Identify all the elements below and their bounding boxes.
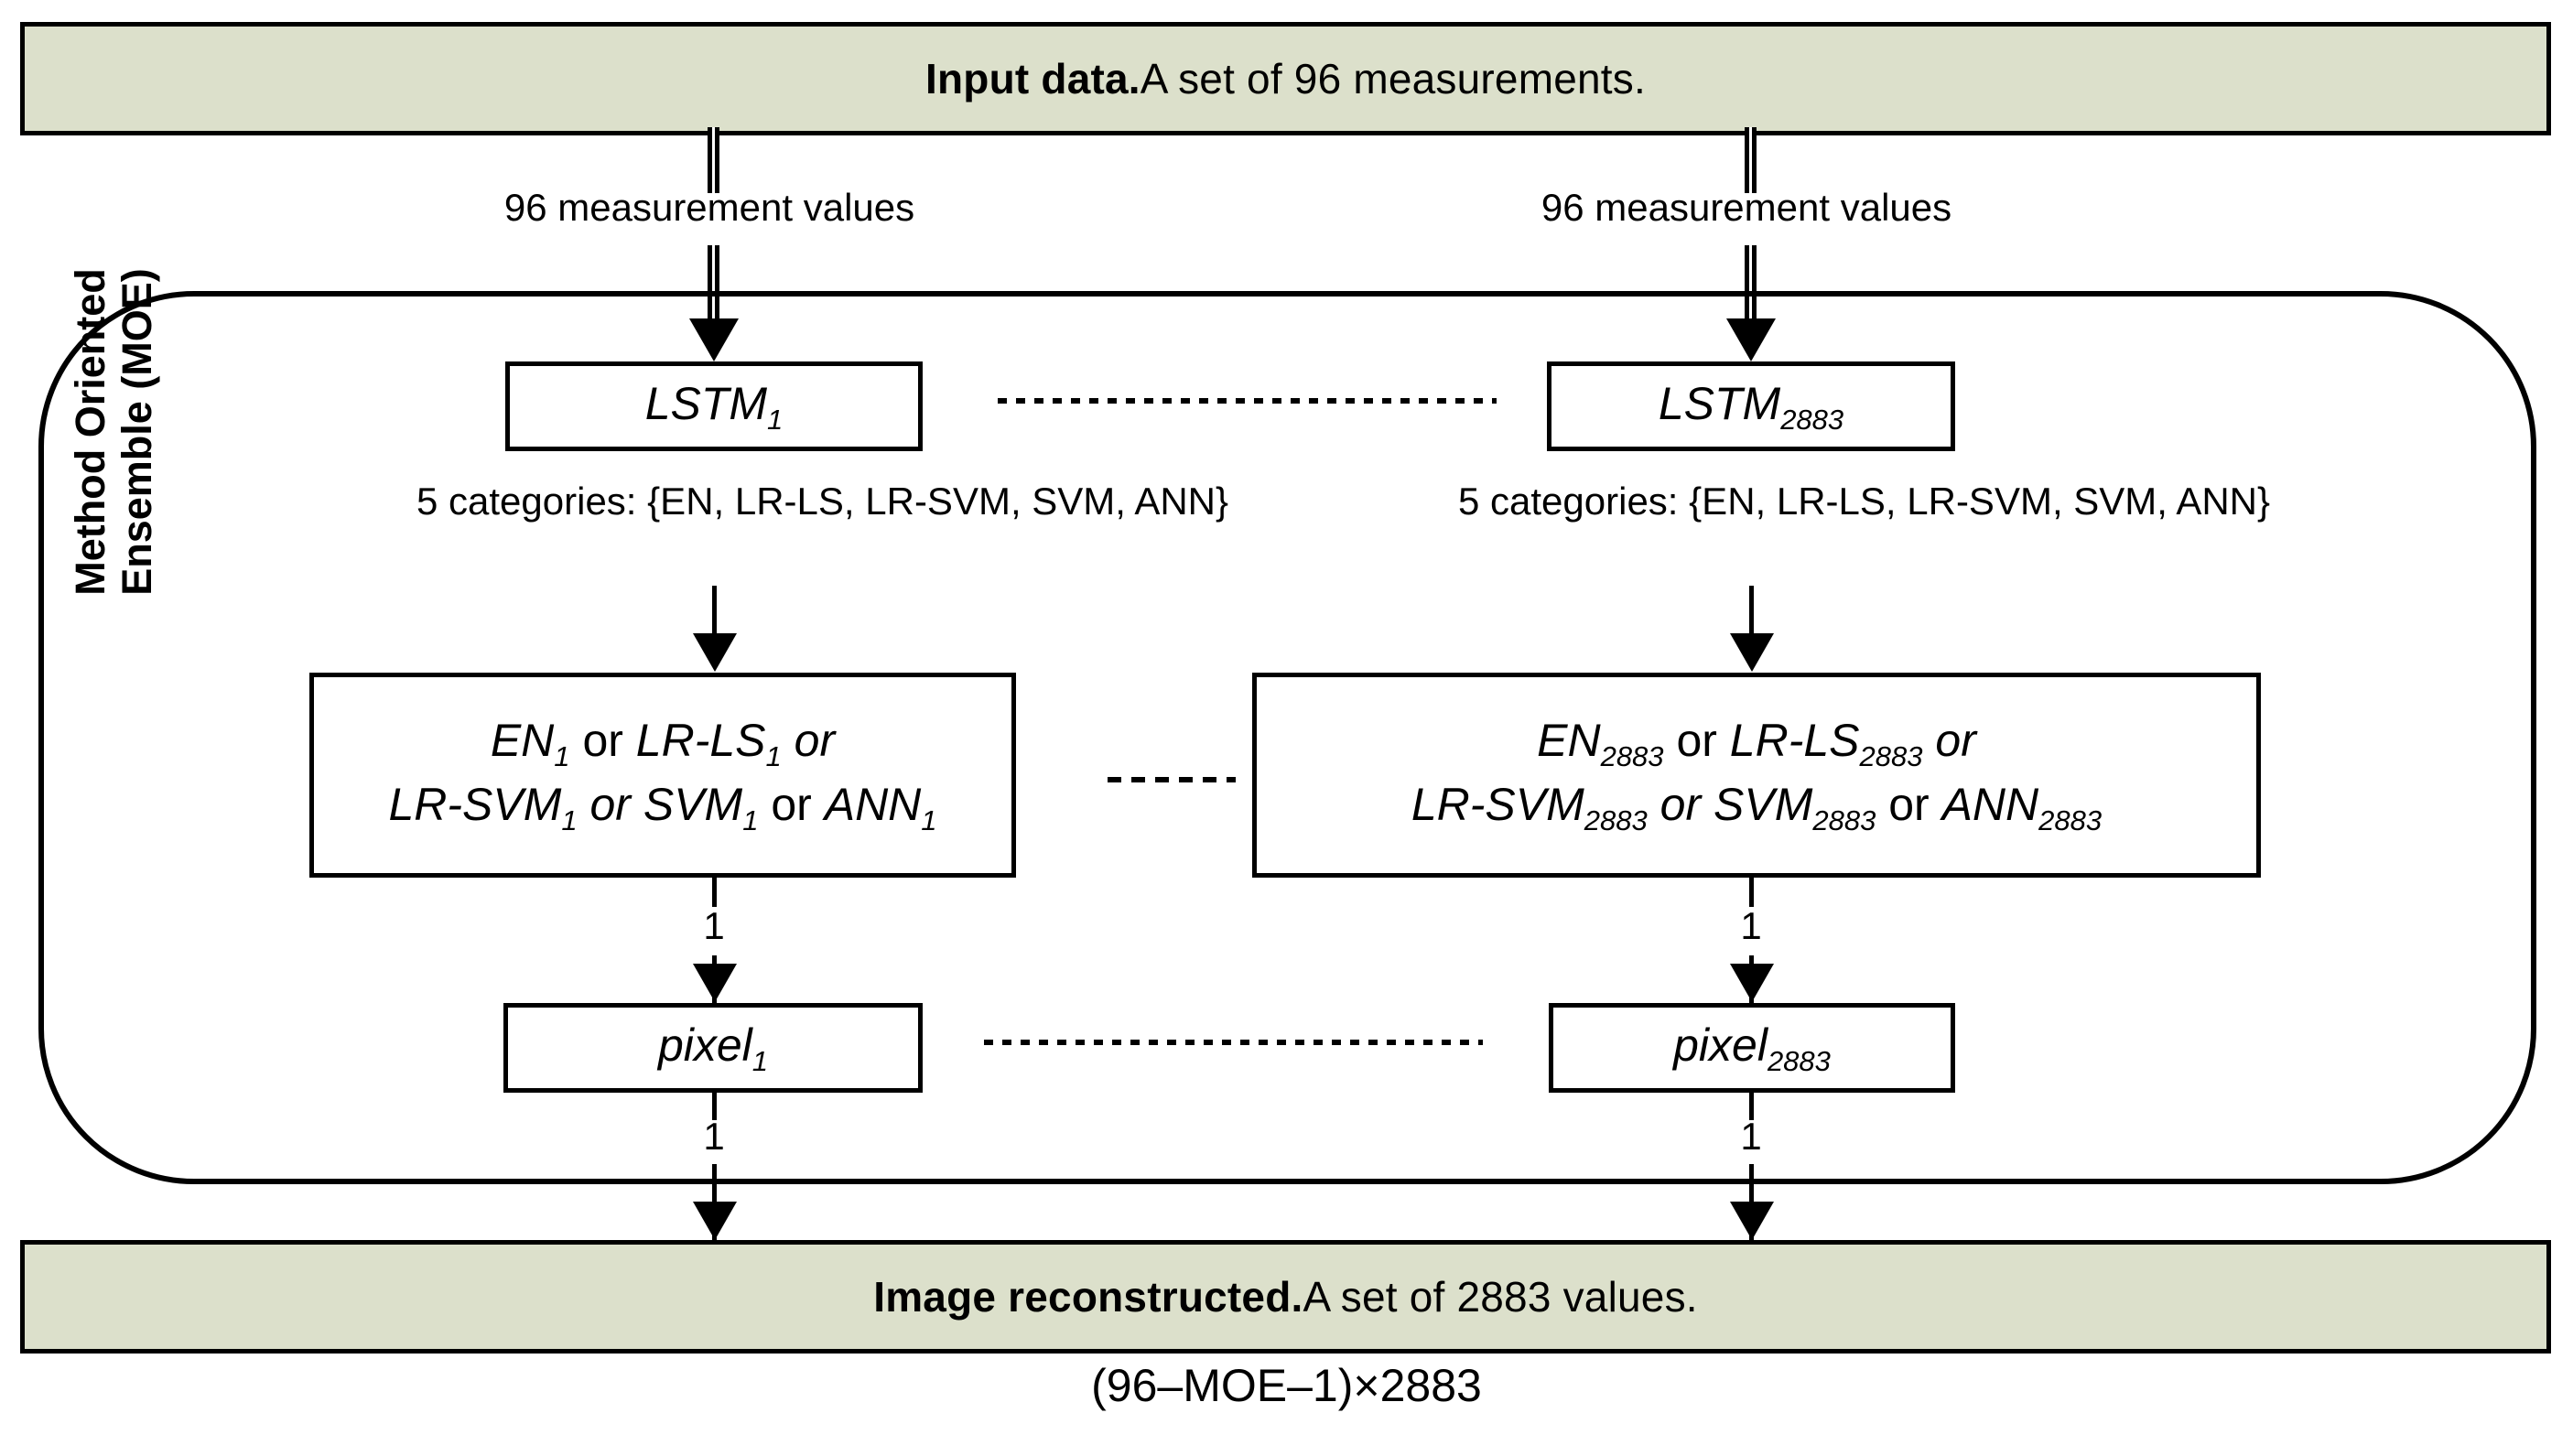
node-lstm-1-subscript: 1 bbox=[767, 403, 784, 436]
node-lstm-2883-base: LSTM bbox=[1658, 377, 1781, 429]
node-pixel-2883-subscript: 2883 bbox=[1767, 1044, 1831, 1077]
edge-pixel-to-output-right-upper bbox=[1749, 1093, 1754, 1120]
node-ensemble-1-svm: SVM bbox=[643, 779, 743, 830]
edge-label-categories-right: 5 categories: {EN, LR-LS, LR-SVM, SVM, A… bbox=[1458, 478, 2270, 524]
edge-input-to-lstm-right-upper bbox=[1745, 127, 1757, 193]
edge-ensemble-to-pixel-left-upper bbox=[712, 878, 717, 907]
node-ensemble-2883-or-2: or bbox=[1922, 714, 1976, 766]
node-ensemble-1: EN1 or LR-LS1 or LR-SVM1 or SVM1 or ANN1 bbox=[309, 673, 1016, 878]
node-lstm-2883-subscript: 2883 bbox=[1780, 403, 1844, 436]
dotted-connector-pixel bbox=[984, 1040, 1483, 1045]
node-ensemble-2883-lrsvm: LR-SVM bbox=[1411, 779, 1584, 830]
edge-pixel-to-output-left-upper bbox=[712, 1093, 717, 1120]
node-lstm-1-base: LSTM bbox=[644, 377, 768, 429]
node-pixel-1: pixel1 bbox=[503, 1003, 923, 1093]
edge-label-one-left-lower: 1 bbox=[703, 1115, 725, 1158]
node-ensemble-2883-line-1: EN2883 or LR-LS2883 or bbox=[1411, 711, 2102, 775]
node-ensemble-1-or-4: or bbox=[758, 779, 825, 830]
edge-label-one-right-lower: 1 bbox=[1740, 1115, 1762, 1158]
arrowhead-pixel-to-output-left bbox=[693, 1202, 737, 1240]
node-pixel-2883-base: pixel bbox=[1673, 1019, 1768, 1071]
node-ensemble-2883-or-1: or bbox=[1663, 714, 1730, 766]
node-ensemble-1-ann: ANN bbox=[824, 779, 922, 830]
node-ensemble-1-or-2: or bbox=[781, 714, 836, 766]
node-ensemble-1-or-3: or bbox=[577, 779, 643, 830]
node-ensemble-1-en: EN bbox=[490, 714, 555, 766]
node-ensemble-1-en-sub: 1 bbox=[554, 739, 570, 772]
categories-heading-left: 5 categories: bbox=[416, 480, 637, 523]
moe-label-line-2: Ensemble (MOE) bbox=[114, 268, 160, 596]
image-reconstructed-banner-text: A set of 2883 values. bbox=[1303, 1273, 1698, 1321]
arrowhead-lstm-to-ensemble-left bbox=[693, 633, 737, 672]
node-ensemble-1-ann-sub: 1 bbox=[921, 804, 937, 836]
node-lstm-2883: LSTM2883 bbox=[1547, 361, 1955, 451]
node-ensemble-2883-lrsvm-sub: 2883 bbox=[1584, 804, 1648, 836]
node-ensemble-2883-ann-sub: 2883 bbox=[2038, 804, 2103, 836]
node-pixel-1-subscript: 1 bbox=[751, 1044, 769, 1077]
node-ensemble-2883-lrls: LR-LS bbox=[1729, 714, 1860, 766]
node-ensemble-1-svm-sub: 1 bbox=[742, 804, 759, 836]
edge-input-to-lstm-right-lower bbox=[1745, 245, 1757, 329]
categories-set-left: {EN, LR-LS, LR-SVM, SVM, ANN} bbox=[647, 480, 1229, 523]
edge-ensemble-to-pixel-right-upper bbox=[1749, 878, 1754, 907]
arrowhead-ensemble-to-pixel-left bbox=[693, 964, 737, 1002]
arrowhead-pixel-to-output-right bbox=[1730, 1202, 1774, 1240]
edge-input-to-lstm-left-lower bbox=[708, 245, 719, 329]
node-ensemble-2883-lrls-sub: 2883 bbox=[1859, 739, 1923, 772]
edge-label-one-right-upper: 1 bbox=[1740, 904, 1762, 947]
arrowhead-lstm-to-ensemble-right bbox=[1730, 633, 1774, 672]
edge-input-to-lstm-left-upper bbox=[708, 127, 719, 193]
node-ensemble-1-lrls-sub: 1 bbox=[765, 739, 782, 772]
categories-heading-right: 5 categories: bbox=[1458, 480, 1679, 523]
node-ensemble-1-lrsvm: LR-SVM bbox=[388, 779, 562, 830]
arrowhead-ensemble-to-pixel-right bbox=[1730, 964, 1774, 1002]
moe-label-line-1: Method Oriented bbox=[66, 268, 114, 596]
dashed-connector-ensemble bbox=[1108, 777, 1236, 782]
moe-vertical-label: Method Oriented Ensemble (MOE) bbox=[49, 176, 178, 688]
input-data-banner-bold: Input data. bbox=[925, 55, 1141, 102]
edge-lstm-to-ensemble-left bbox=[712, 586, 717, 639]
dotted-connector-lstm bbox=[998, 398, 1497, 404]
arrowhead-input-to-lstm-left bbox=[689, 318, 739, 361]
image-reconstructed-banner-bold: Image reconstructed. bbox=[873, 1273, 1303, 1321]
node-ensemble-1-or-1: or bbox=[569, 714, 636, 766]
node-ensemble-1-line-1: EN1 or LR-LS1 or bbox=[388, 711, 936, 775]
node-pixel-1-base: pixel bbox=[657, 1019, 752, 1071]
node-ensemble-2883-svm-sub: 2883 bbox=[1812, 804, 1876, 836]
input-data-banner-text: A set of 96 measurements. bbox=[1140, 55, 1646, 102]
node-ensemble-1-lrls: LR-LS bbox=[635, 714, 766, 766]
node-ensemble-1-line-2: LR-SVM1 or SVM1 or ANN1 bbox=[388, 775, 936, 839]
edge-label-one-left-upper: 1 bbox=[703, 904, 725, 947]
input-data-banner: Input data. A set of 96 measurements. bbox=[20, 22, 2551, 135]
edge-label-input-left: 96 measurement values bbox=[503, 186, 915, 229]
edge-label-input-right: 96 measurement values bbox=[1541, 186, 1952, 229]
node-lstm-1: LSTM1 bbox=[505, 361, 923, 451]
node-ensemble-2883-svm: SVM bbox=[1714, 779, 1813, 830]
edge-lstm-to-ensemble-right bbox=[1749, 586, 1754, 639]
node-ensemble-2883-en: EN bbox=[1537, 714, 1601, 766]
image-reconstructed-banner: Image reconstructed. A set of 2883 value… bbox=[20, 1240, 2551, 1354]
edge-label-categories-left: 5 categories: {EN, LR-LS, LR-SVM, SVM, A… bbox=[416, 478, 1228, 524]
node-pixel-2883: pixel2883 bbox=[1549, 1003, 1955, 1093]
node-ensemble-1-lrsvm-sub: 1 bbox=[561, 804, 578, 836]
node-ensemble-2883-line-2: LR-SVM2883 or SVM2883 or ANN2883 bbox=[1411, 775, 2102, 839]
moe-container bbox=[38, 291, 2536, 1184]
node-ensemble-2883: EN2883 or LR-LS2883 or LR-SVM2883 or SVM… bbox=[1252, 673, 2261, 878]
node-ensemble-2883-en-sub: 2883 bbox=[1600, 739, 1664, 772]
node-ensemble-2883-ann: ANN bbox=[1941, 779, 2039, 830]
categories-set-right: {EN, LR-LS, LR-SVM, SVM, ANN} bbox=[1689, 480, 2271, 523]
arrowhead-input-to-lstm-right bbox=[1726, 318, 1776, 361]
formula-caption: (96–MOE–1)×2883 bbox=[1091, 1360, 1482, 1411]
node-ensemble-2883-or-3: or bbox=[1647, 779, 1714, 830]
node-ensemble-2883-or-4: or bbox=[1876, 779, 1942, 830]
